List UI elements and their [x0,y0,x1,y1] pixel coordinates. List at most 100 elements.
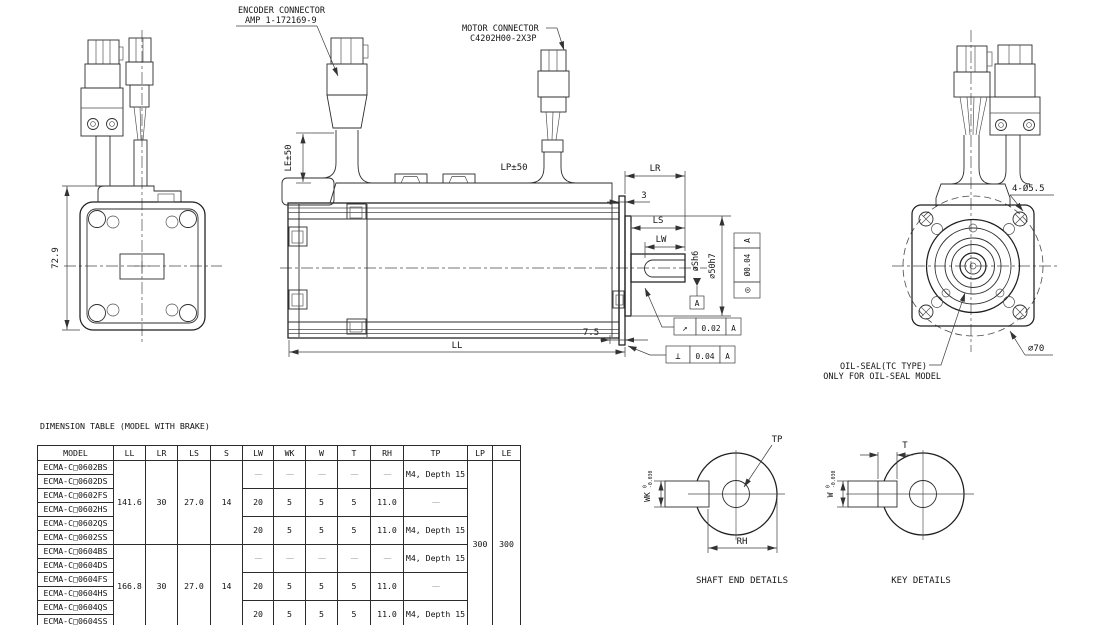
dim-label-lp: LP±50 [500,163,527,173]
value-cell: —— [305,460,338,489]
model-cell: ECMA-C□0602DS [37,474,114,489]
fcf-runout: ↗ 0.02 A [644,287,742,336]
perpendicularity-icon: ⊥ [675,352,681,362]
fcf-conc-datum: A [743,238,752,243]
oil-seal-label-2: ONLY FOR OIL-SEAL MODEL [823,372,941,382]
concentricity-icon: ◎ [743,287,753,293]
value-cell: 30 [145,544,178,625]
dim-le: LE±50 [284,132,334,184]
dimension-table: MODEL LL LR LS S LW WK W T RH TP LP LE E… [37,445,521,625]
dim-pilot-dia: ⌀50h7 [632,215,731,317]
col-header: LR [145,445,178,461]
encoder-connector-label-1: ENCODER CONNECTOR [238,6,326,16]
shaft-end-detail: WK 0 -0.030 TP RH SHAFT END DETAILS [643,435,789,586]
value-cell: 5 [305,488,338,517]
table-row: ECMA-C□0604FS 20 5 5 5 11.0 —— [37,572,521,601]
value-cell: 14 [210,460,243,545]
fcf-concentricity: A Ø0.04 ◎ [733,232,761,299]
model-cell: ECMA-C□0604SS [37,614,114,625]
mounting-holes [918,211,1028,320]
key-caption: KEY DETAILS [891,576,951,586]
value-cell: —— [242,544,274,573]
value-cell: 11.0 [370,488,404,517]
front-encoder-connector [989,44,1041,185]
value-cell: —— [403,572,468,601]
col-header: LL [113,445,146,461]
fcf-perp-value: 0.04 [695,352,714,361]
dim-label-le: LE±50 [284,144,294,171]
table-row: ECMA-C□0602QS 20 5 5 5 11.0 M4, Depth 15 [37,516,521,545]
value-cell: 5 [305,572,338,601]
fcf-runout-datum: A [731,324,736,333]
w-tol-upper: 0 [826,485,832,488]
dim-label-w: W [826,492,835,497]
value-cell: 5 [273,600,306,625]
dim-wk: WK 0 -0.030 [643,471,667,508]
value-cell: 5 [337,488,371,517]
value-cell: 11.0 [370,600,404,625]
dim-label-3: 3 [641,191,646,201]
value-cell: 5 [337,516,371,545]
key-detail: T W 0 -0.030 KEY DETAILS [826,441,974,586]
value-cell: 27.0 [177,544,211,625]
table-title: DIMENSION TABLE (MODEL WITH BRAKE) [40,421,210,431]
dim-shaft-dia: øSh6 A [689,251,705,310]
motor-connector-label-2: C4202H00-2X3P [470,34,537,44]
side-view: ENCODER CONNECTOR AMP 1-172169-9 MOTOR C… [236,6,761,364]
encoder-connector-label-2: AMP 1-172169-9 [245,16,317,26]
col-header: TP [403,445,468,461]
oil-seal-label-1: OIL-SEAL(TC TYPE) [840,362,927,372]
datum-a-label: A [695,299,700,308]
wk-tol-lower: -0.030 [648,471,654,488]
dim-ll: LL [288,340,626,357]
value-cell: 5 [305,600,338,625]
model-cell: ECMA-C□0604HS [37,586,114,601]
motor-connector-label-1: MOTOR CONNECTOR [462,24,540,34]
dim-rh: RH [707,497,778,553]
table-row: ECMA-C□0602SS [37,530,521,545]
table-row: ECMA-C□0604BS 166.8 30 27.0 14 —— —— —— … [37,544,521,625]
datum-arrow [693,278,701,286]
value-cell: 11.0 [370,516,404,545]
table-row: ECMA-C□0604SS [37,614,521,625]
dim-label-t: T [902,441,908,451]
runout-icon: ↗ [682,324,687,334]
value-cell: —— [242,460,274,489]
value-cell: M4, Depth 15 [403,516,468,545]
col-header: LS [177,445,211,461]
dim-label-7-5: 7.5 [583,328,599,338]
value-cell: —— [370,460,404,489]
model-cell: ECMA-C□0604BS [37,544,114,559]
dim-label-ls: LS [653,216,664,226]
side-encoder-connector [281,37,373,206]
side-motor-connector [528,49,577,184]
model-cell: ECMA-C□0602FS [37,488,114,503]
dim-body-height: 72.9 [51,185,98,331]
col-header: T [337,445,371,461]
header-row: MODEL LL LR LS S LW WK W T RH TP LP LE [37,445,521,461]
col-header: S [210,445,243,461]
value-cell: —— [403,488,468,517]
value-cell: M4, Depth 15 [403,544,468,573]
value-cell: —— [370,544,404,573]
value-cell: 5 [337,572,371,601]
fcf-conc-value: Ø0.04 [743,253,752,276]
col-header: LE [492,445,521,461]
value-cell: 30 [145,460,178,545]
value-cell: 20 [242,600,274,625]
table-row: ECMA-C□0602FS 20 5 5 5 11.0 —— [37,488,521,517]
dim-label-ll: LL [452,341,463,351]
value-cell: 5 [273,488,306,517]
dim-ls: LS [630,216,685,252]
col-header: MODEL [37,445,114,461]
value-cell: 27.0 [177,460,211,545]
model-cell: ECMA-C□0602SS [37,530,114,545]
fcf-runout-value: 0.02 [701,324,720,333]
model-cell: ECMA-C□0604FS [37,572,114,587]
table-row: ECMA-C□0604QS 20 5 5 5 11.0 M4, Depth 15 [37,600,521,625]
model-cell: ECMA-C□0604DS [37,558,114,573]
fcf-perpendicularity: ⊥ 0.04 A [627,345,736,364]
value-cell: —— [273,544,306,573]
model-cell: ECMA-C□0602QS [37,516,114,531]
